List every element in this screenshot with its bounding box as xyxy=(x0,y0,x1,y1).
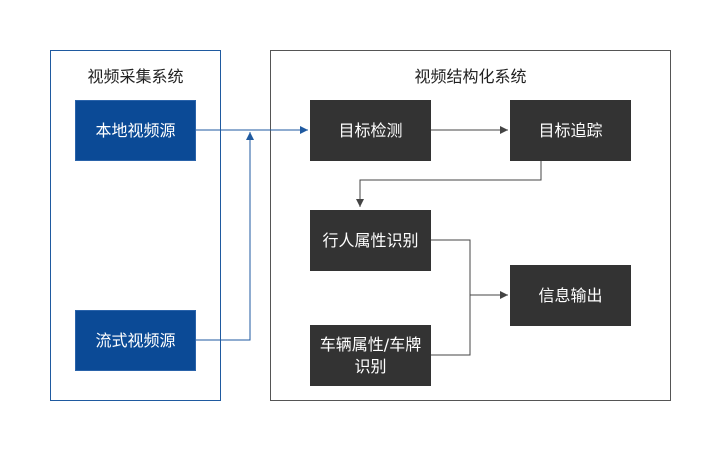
detection-box: 目标检测 xyxy=(310,100,431,161)
stream-source-box: 流式视频源 xyxy=(75,310,196,371)
output-box: 信息输出 xyxy=(510,265,631,326)
capture-system-title: 视频采集系统 xyxy=(87,67,184,86)
local-source-box: 本地视频源 xyxy=(75,100,196,161)
structuring-system-title: 视频结构化系统 xyxy=(414,67,527,86)
tracking-box: 目标追踪 xyxy=(510,100,631,161)
pedestrian-attribute-box: 行人属性识别 xyxy=(310,210,431,271)
vehicle-attribute-box: 车辆属性/车牌识别 xyxy=(310,325,431,386)
